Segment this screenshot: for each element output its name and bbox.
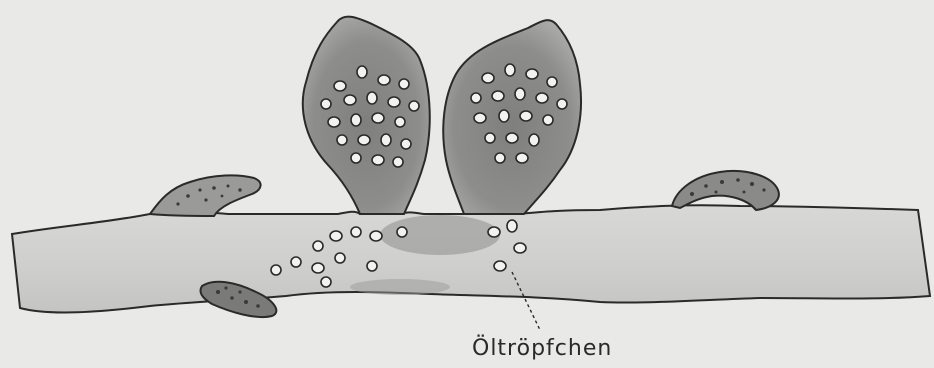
- vesicle-right: [443, 20, 581, 214]
- vesicle-left: [303, 17, 430, 214]
- oil-droplet-label: Öltröpfchen: [472, 336, 612, 361]
- stained-region: [350, 279, 450, 295]
- side-branch-upper-left: [150, 175, 261, 216]
